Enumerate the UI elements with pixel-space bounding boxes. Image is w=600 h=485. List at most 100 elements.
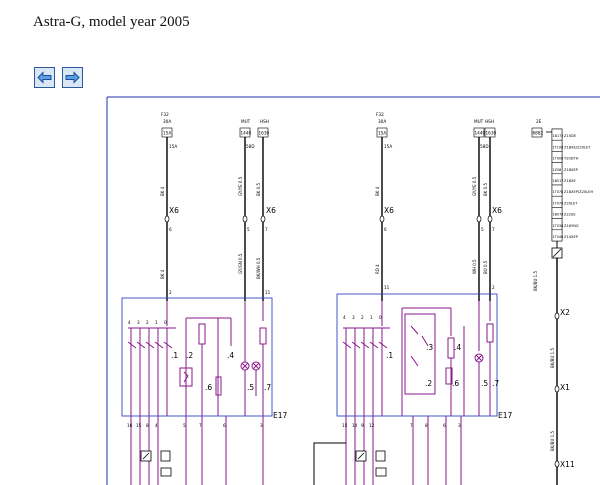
right-module-pin: 3 — [352, 315, 355, 320]
side-strip-terminal — [531, 127, 543, 138]
back-button[interactable] — [34, 67, 55, 88]
right-pin: 7 — [492, 227, 495, 232]
left-bottom-pin: 4 — [155, 423, 158, 428]
right-pin: 6 — [384, 227, 387, 232]
right-pin: 2 — [492, 285, 495, 290]
right-bottom-pin: 3 — [458, 423, 461, 428]
right-wire-label: BK 0.5 — [483, 183, 488, 196]
right-bottom-pin: 9 — [361, 423, 364, 428]
code-table-number: 1Z08 — [553, 168, 562, 172]
left-module-pin: 3 — [137, 320, 140, 325]
code-table-number: 1B017 — [553, 179, 564, 183]
right-wire-label: RD 4 — [375, 264, 380, 274]
left-wire-label: BK/WH 0.5 — [256, 257, 261, 279]
left-connector-label: X6 — [266, 206, 276, 215]
code-table-number: 1B172 — [553, 134, 564, 138]
page-title: Astra-G, model year 2005 — [33, 14, 190, 30]
code-table-code: Z14XEP — [564, 235, 579, 239]
left-bottom-pin: 7 — [199, 423, 202, 428]
right-fuse-rating: 30A — [378, 119, 386, 124]
diagram-frame — [106, 96, 600, 485]
left-wire-label: GY/GN 0.5 — [238, 253, 243, 274]
right-module-pin: 2 — [361, 315, 364, 320]
left-bottom-pin: 6 — [223, 423, 226, 428]
right-terminal-id: 15A — [378, 131, 386, 136]
left-component-label: .6 — [205, 383, 212, 392]
left-bottom-pin: 5 — [183, 423, 186, 428]
right-terminal-id: 1440 — [475, 131, 486, 136]
left-module-box — [121, 297, 273, 417]
left-pin: 2 — [169, 290, 172, 295]
left-component-label: .1 — [171, 351, 178, 360]
left-terminal-id: 15A — [163, 131, 171, 136]
left-wire-label: GY/YE 0.5 — [238, 176, 243, 196]
forward-button[interactable] — [62, 67, 83, 88]
right-component-label: .1 — [386, 351, 393, 360]
left-pin: 7 — [265, 227, 268, 232]
right-module-box — [336, 293, 498, 417]
code-table-number: 1T108 — [553, 145, 564, 149]
right-wire-label: BU 0.5 — [483, 260, 488, 274]
left-pin: 6 — [169, 227, 172, 232]
right-terminal-id: 1630 — [486, 131, 497, 136]
left-fuse-label: F32 — [161, 112, 169, 117]
left-module-pin: 1 — [155, 320, 158, 325]
left-pin: 11 — [265, 290, 271, 295]
left-component-label: .7 — [264, 383, 271, 392]
code-table-number: 1T078 — [553, 190, 564, 194]
left-connector-label: X6 — [169, 206, 179, 215]
right-bottom-pin: 8 — [425, 423, 428, 428]
left-wire-label: BK 4 — [160, 269, 165, 279]
right-bottom-pin: 7 — [410, 423, 413, 428]
left-module-pin: 0 — [164, 320, 167, 325]
left-terminal-sub: 15A — [169, 144, 177, 149]
side-strip-connector: X11 — [560, 460, 575, 469]
right-component-label: .2 — [425, 379, 432, 388]
code-table-number: 1T078 — [553, 201, 564, 205]
side-strip-wire-label: BK/BU 1.5 — [550, 431, 555, 451]
right-module-pin: 4 — [343, 315, 346, 320]
right-bottom-pin: 12 — [369, 423, 375, 428]
left-bottom-pin: 15 — [136, 423, 142, 428]
code-table-number: 1T040 — [553, 235, 564, 239]
left-fuse-rating: 30A — [163, 119, 171, 124]
arrow-left-icon — [37, 71, 52, 84]
left-bottom-pin: 16 — [127, 423, 133, 428]
code-table-code: Z18XEP/Z20LEH — [564, 190, 593, 194]
right-connector-label: X6 — [384, 206, 394, 215]
left-component-label: .4 — [227, 351, 234, 360]
side-strip-connector: X2 — [560, 308, 570, 317]
right-wire-label: BK 4 — [375, 186, 380, 196]
right-bottom-pin: 15 — [342, 423, 348, 428]
left-terminal-id: 1440 — [241, 131, 252, 136]
right-pin: 11 — [384, 285, 390, 290]
code-table-code: Z22SE — [564, 213, 576, 217]
right-bus-hsh: HSH — [485, 119, 494, 124]
left-component-label: .5 — [247, 383, 254, 392]
side-strip-terminal-id: 6882 — [533, 131, 544, 136]
code-table-code: Z20LET — [564, 201, 578, 205]
right-bottom-pin: 14 — [352, 423, 358, 428]
side-strip-top-label: 2E — [536, 119, 542, 124]
right-wire-label: WH 0.5 — [472, 259, 477, 274]
left-terminal-id: 1630 — [259, 131, 270, 136]
code-table-code: Y20DTH — [564, 157, 579, 161]
right-terminal-sub: 15A — [384, 144, 392, 149]
right-pin: 5 — [481, 227, 484, 232]
right-module-pin: 0 — [379, 315, 382, 320]
right-module-label: E17 — [498, 411, 513, 420]
right-module-pin: 1 — [370, 315, 373, 320]
code-table-code: Z15DE — [564, 134, 577, 138]
side-strip-wire-label: BK/BU 1.5 — [550, 348, 555, 368]
left-pin: 5 — [247, 227, 250, 232]
code-table-code: Z16XE — [564, 179, 576, 183]
arrow-right-icon — [65, 71, 80, 84]
right-terminal-sub: 58D — [480, 144, 489, 149]
right-fuse-label: F32 — [376, 112, 384, 117]
left-wire-label: BK 4 — [160, 186, 165, 196]
right-bottom-pin: 6 — [443, 423, 446, 428]
left-bottom-pin: 3 — [260, 423, 263, 428]
left-module-label: E17 — [273, 411, 288, 420]
left-terminal-sub: 58D — [246, 144, 255, 149]
